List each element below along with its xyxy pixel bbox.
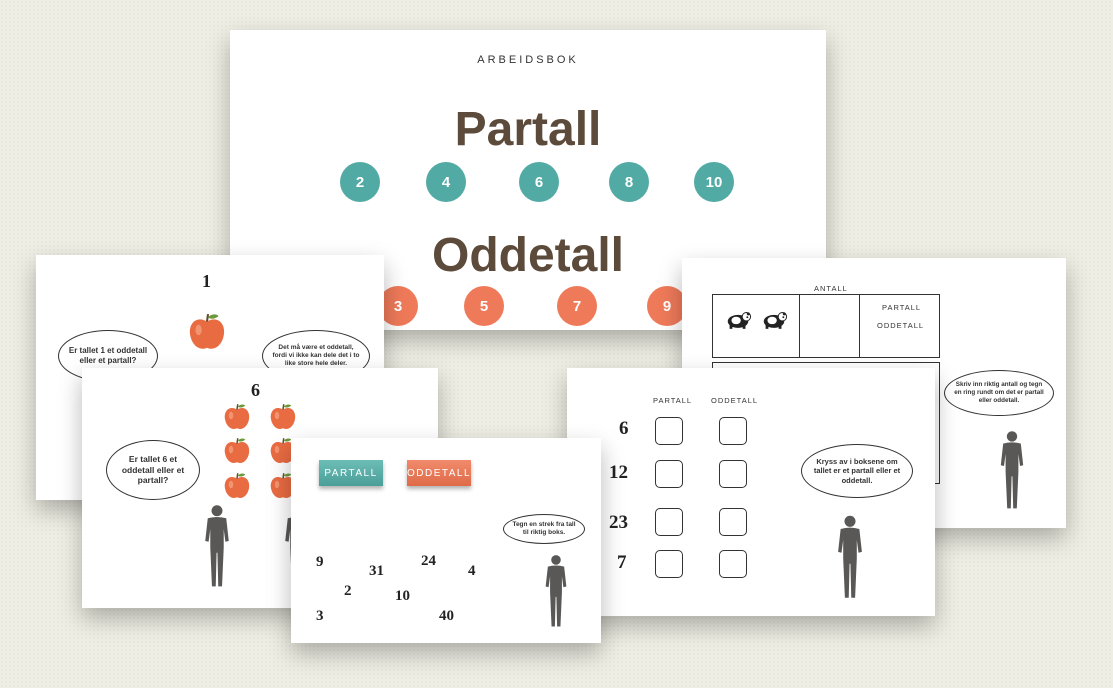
even-number-circle: 10: [694, 162, 734, 202]
odd-number-circle: 7: [557, 286, 597, 326]
even-checkbox[interactable]: [655, 460, 683, 488]
odd-checkbox[interactable]: [719, 460, 747, 488]
loose-number[interactable]: 3: [316, 608, 324, 624]
instruction-bubble: Kryss av i boksene om tallet er et parta…: [801, 444, 913, 498]
question-bubble: Er tallet 6 et oddetall eller et partall…: [106, 440, 200, 500]
row-number: 7: [617, 552, 627, 573]
loose-number[interactable]: 24: [421, 553, 436, 569]
loose-number[interactable]: 40: [439, 608, 454, 624]
loose-number[interactable]: 2: [344, 583, 352, 599]
cover-header: ARBEIDSBOK: [477, 54, 579, 66]
person-icon: [996, 428, 1028, 512]
cover-title-even: Partall: [454, 103, 602, 156]
odd-tag[interactable]: ODDETALL: [407, 460, 471, 486]
even-checkbox[interactable]: [655, 550, 683, 578]
row-number: 23: [609, 512, 628, 533]
slide-number: 6: [251, 380, 260, 400]
row-number: 12: [609, 462, 628, 483]
instruction-bubble: Skriv inn riktig antall og tegn en ring …: [944, 370, 1054, 416]
odd-number-circle: 3: [378, 286, 418, 326]
even-tag[interactable]: PARTALL: [319, 460, 383, 486]
even-checkbox[interactable]: [655, 508, 683, 536]
person-icon: [833, 514, 867, 600]
loose-number[interactable]: 10: [395, 588, 410, 604]
antall-header: ANTALL: [814, 284, 848, 293]
slide-strek: PARTALL ODDETALL Tegn en strek fra tall …: [291, 438, 601, 643]
loose-number[interactable]: 31: [369, 563, 384, 579]
slide-kryss: PARTALL ODDETALL 6 12 23 7 Kryss av i bo…: [567, 368, 935, 616]
apple-icon: [186, 311, 228, 353]
person-icon: [200, 504, 234, 588]
even-option-label: PARTALL: [882, 303, 922, 312]
even-number-circle: 6: [519, 162, 559, 202]
odd-number-circle: 5: [464, 286, 504, 326]
even-number-circle: 2: [340, 162, 380, 202]
col-odd-label: ODDETALL: [711, 396, 759, 405]
odd-checkbox[interactable]: [719, 508, 747, 536]
apple-icon: [222, 436, 252, 466]
panda-icon: [724, 310, 752, 329]
slide-number: 1: [202, 271, 211, 291]
panda-icon: [760, 310, 788, 329]
odd-checkbox[interactable]: [719, 417, 747, 445]
even-number-circle: 4: [426, 162, 466, 202]
loose-number[interactable]: 4: [468, 563, 476, 579]
apple-icon: [268, 402, 298, 432]
odd-option-label: ODDETALL: [877, 321, 925, 330]
row-number: 6: [619, 418, 629, 439]
loose-number[interactable]: 9: [316, 554, 324, 570]
instruction-bubble: Tegn en strek fra tall til riktig boks.: [503, 514, 585, 544]
apple-icon: [222, 471, 252, 501]
cover-title-odd: Oddetall: [431, 229, 625, 282]
odd-number-circle: 9: [647, 286, 687, 326]
person-icon: [541, 554, 571, 628]
antall-table-top: [712, 294, 940, 358]
odd-checkbox[interactable]: [719, 550, 747, 578]
even-checkbox[interactable]: [655, 417, 683, 445]
apple-icon: [222, 402, 252, 432]
col-even-label: PARTALL: [653, 396, 693, 405]
even-number-circle: 8: [609, 162, 649, 202]
